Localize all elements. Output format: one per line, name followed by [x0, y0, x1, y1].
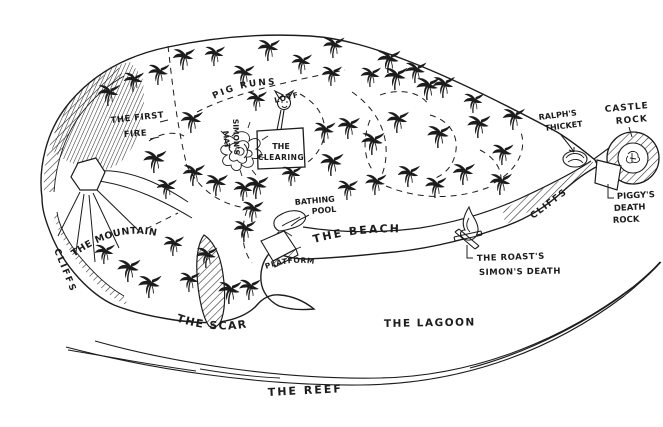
ralphs-thicket-label-line2: THICKET: [544, 119, 583, 133]
clearing-box: [256, 127, 306, 170]
piggys-death-label-line1: PIGGY'S: [617, 190, 656, 202]
pig-head-on-stick-icon: [273, 89, 295, 131]
piggys-death-label-line2: DEATH: [614, 202, 646, 214]
castle-rock-label-line1: CASTLE: [604, 101, 649, 115]
campfire-icon: [453, 205, 483, 250]
bathing-pool-label-line2: POOL: [311, 205, 336, 216]
bathing-pool-arrow: [290, 214, 310, 227]
first-fire-label-line2: FIRE: [124, 128, 148, 140]
piggys-death-label-line3: ROCK: [613, 215, 640, 226]
simons-mat-label-line2: MAT: [221, 130, 232, 150]
east-cliffs-hatching: [503, 161, 596, 225]
piggys-death-rock-shape: [594, 159, 622, 191]
mountain-summit-icon: [70, 157, 106, 191]
mountain-hatching: [52, 62, 193, 263]
ralphs-thicket-arrow: [560, 134, 575, 153]
roast-bracket: [466, 245, 473, 259]
mountain-slope-lines: [57, 170, 193, 263]
roast-label-line2: SIMON'S DEATH: [479, 267, 561, 278]
clearing-label-line1: THE: [272, 142, 290, 151]
platform-shape: [260, 230, 302, 268]
island-outline: [40, 34, 599, 324]
bathing-pool-label-line1: BATHING: [294, 195, 335, 207]
roast-label-line1: THE ROAST'S: [477, 252, 545, 264]
piggys-death-bracket: [607, 184, 614, 199]
first-fire-dashes: [149, 119, 169, 140]
castle-rock-arrow: [628, 126, 633, 138]
lagoon-label: THE LAGOON: [384, 316, 476, 330]
creeper-mat-scribble-icon: [220, 121, 269, 177]
reef-lines: [65, 261, 662, 386]
clearing-label-line2: CLEARING: [258, 153, 304, 162]
reef-label: THE REEF: [267, 382, 343, 399]
annotation-arrows: [149, 119, 633, 259]
castle-rock-label-line2: ROCK: [615, 114, 648, 127]
simons-mat-label-line1: SIMON'S: [231, 119, 241, 155]
bathing-pool-shape: [273, 210, 307, 232]
thicket-scribble-icon: [562, 150, 588, 168]
